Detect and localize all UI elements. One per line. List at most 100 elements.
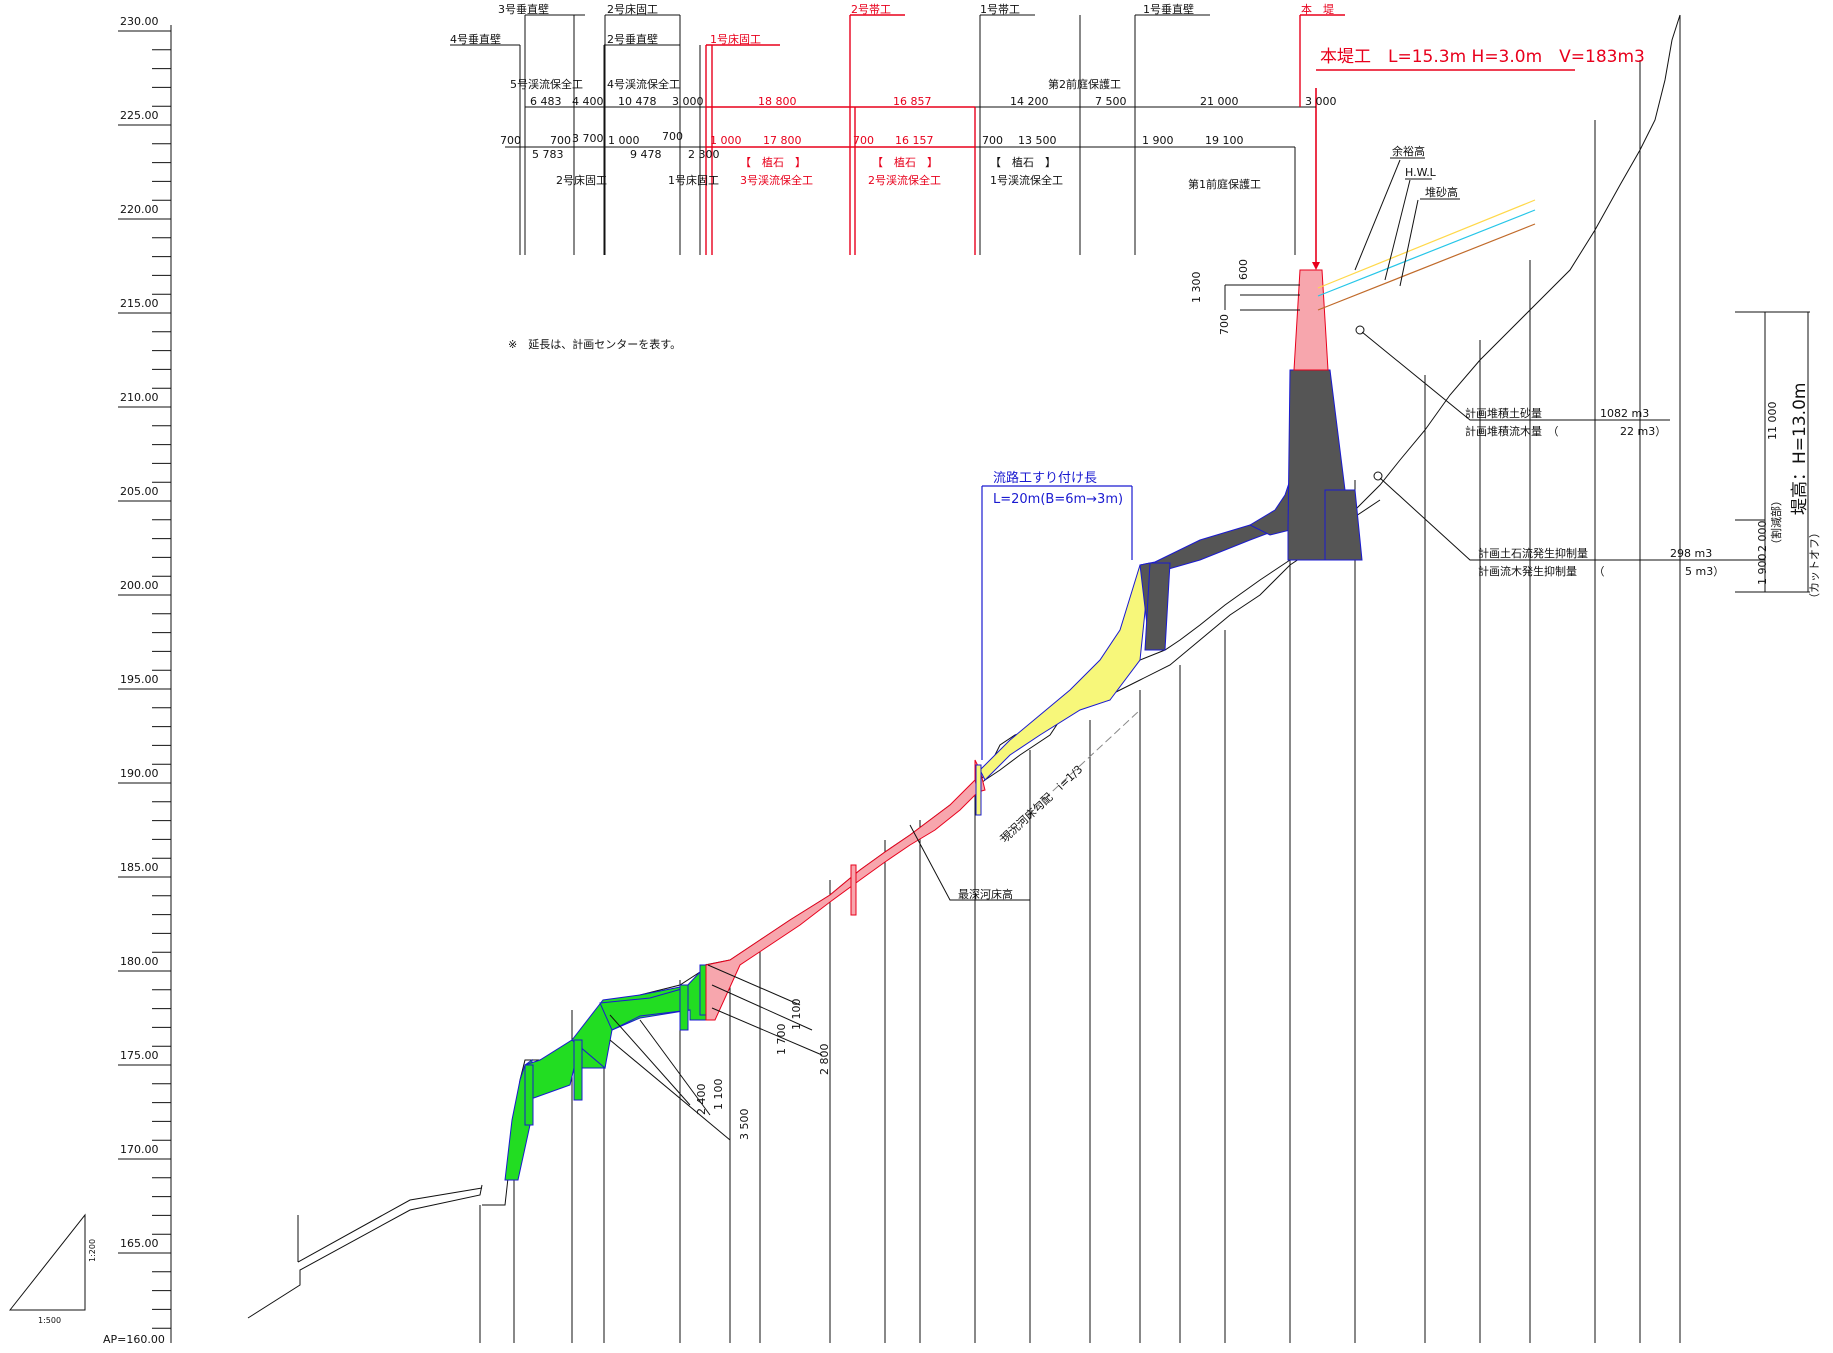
dim: 1 000: [710, 134, 742, 147]
lower-dims: 2 400 1 100 3 500 1 700 1 100 2 800: [609, 964, 831, 1141]
thalweg-callout: 最深河床高: [909, 824, 1030, 901]
dim: 700: [500, 134, 521, 147]
level-label: 205.00: [120, 485, 159, 498]
channel-annotation: 流路工すり付け長 L=20m(B=6m→3m): [981, 470, 1133, 760]
dim: 6 483: [530, 95, 562, 108]
debris-wood-value: 5 m3）: [1685, 565, 1724, 578]
debris-value: 298 m3: [1670, 547, 1712, 560]
dimension-row1: 6 483 4 400 10 478 3 000 18 800 16 857 1…: [530, 95, 1337, 108]
height-dim-top: 11 000: [1766, 402, 1779, 441]
sediment-label: 計画堆積土砂量: [1465, 406, 1542, 420]
top-dimensions: [505, 69, 1575, 148]
dim: 18 800: [758, 95, 797, 108]
dim: 17 800: [763, 134, 802, 147]
stone-label-red-1: 【 植石 】: [740, 155, 806, 169]
dim: 7 500: [1095, 95, 1127, 108]
base-level-label: AP=160.00: [103, 1333, 165, 1346]
green-structures: [504, 963, 709, 1181]
dim: 21 000: [1200, 95, 1239, 108]
no2-sill-label: 2号床固工: [556, 173, 607, 187]
level-label: 220.00: [120, 203, 159, 216]
height-dim-mid: 2 000: [1756, 521, 1769, 553]
channel-spec: L=20m(B=6m→3m): [993, 492, 1123, 507]
level-label: 210.00: [120, 391, 159, 404]
dam-dim: 1 300: [1190, 272, 1203, 304]
level-label: 215.00: [120, 297, 159, 310]
dim: 700: [550, 134, 571, 147]
no4-bank-label: 4号渓流保全工: [607, 77, 680, 91]
level-label: 200.00: [120, 579, 159, 592]
dim: 3 700: [572, 132, 604, 145]
level-label: 165.00: [120, 1237, 159, 1250]
lower-dim-a: 1 100: [712, 1079, 725, 1111]
no2-apron-label: 第2前庭保護工: [1048, 77, 1121, 91]
pink-channel: [705, 759, 986, 1021]
dim: 3 000: [1305, 95, 1337, 108]
dam-dim: 700: [1218, 314, 1231, 335]
volume-callouts: 計画堆積土砂量 1082 m3 計画堆積流木量 （ 22 m3） 計画土石流発生…: [1355, 325, 1740, 578]
stone-label-black: 【 植石 】: [990, 155, 1056, 169]
gray-structures: [1139, 369, 1363, 651]
dim: 700: [662, 130, 683, 143]
dim: 9 478: [630, 148, 662, 161]
lower-dim-b: 2 800: [818, 1044, 831, 1076]
dim: 700: [853, 134, 874, 147]
wood-label: 計画堆積流木量 （: [1465, 424, 1559, 438]
height-dim-mid-note: （割減部）: [1769, 495, 1783, 550]
level-label: 225.00: [120, 109, 159, 122]
level-label: 170.00: [120, 1143, 159, 1156]
main-dam-label: 本 堤: [1301, 2, 1334, 16]
hwl-label: H.W.L: [1405, 166, 1437, 179]
slope-annotation: 現況河床勾配 i=1/3: [997, 709, 1141, 845]
water-levels: 余裕高 H.W.L 堆砂高: [1317, 144, 1536, 311]
no2-bank-label: 2号渓流保全工: [868, 173, 941, 187]
slope-label: 現況河床勾配 i=1/3: [997, 762, 1085, 845]
main-dam-spec: 本堤工 L=15.3m H=3.0m V=183m3: [1320, 47, 1645, 67]
lower-dim-a: 2 400: [695, 1084, 708, 1116]
lower-labels: 2号床固工 1号床固工 【 植石 】 【 植石 】 【 植石 】 3号渓流保全工…: [556, 155, 1261, 191]
level-label: 195.00: [120, 673, 159, 686]
dim: 2 300: [688, 148, 720, 161]
no1-wall-label: 1号垂直壁: [1143, 2, 1194, 16]
debris-label: 計画土石流発生抑制量: [1478, 546, 1588, 560]
dim: 1 900: [1142, 134, 1174, 147]
dim: 14 200: [1010, 95, 1049, 108]
dim: 16 157: [895, 134, 934, 147]
freeboard-label: 余裕高: [1392, 144, 1425, 158]
dim: 13 500: [1018, 134, 1057, 147]
no2-belt-label: 2号帯工: [851, 3, 891, 16]
lower-dim-a: 3 500: [738, 1109, 751, 1141]
dam-dim: 600: [1237, 259, 1250, 280]
dim: 19 100: [1205, 134, 1244, 147]
sediment-height-label: 堆砂高: [1425, 185, 1458, 199]
height-dimensions: 11 000 2 000 （割減部） 1 900 （カットオフ） 堤高：H=13…: [1735, 311, 1821, 604]
no2-wall-label: 2号垂直壁: [607, 32, 658, 46]
dimension-row2: 700 5 783 700 3 700 1 000 9 478 700 2 30…: [500, 130, 1244, 161]
level-label: 175.00: [120, 1049, 159, 1062]
no2-sill-top-label: 2号床固工: [607, 2, 658, 16]
level-label: 230.00: [120, 15, 159, 28]
dim: 1 000: [608, 134, 640, 147]
no1-apron-label: 第1前庭保護工: [1188, 177, 1261, 191]
level-label: 180.00: [120, 955, 159, 968]
no1-sill-label: 1号床固工: [668, 173, 719, 187]
wood-value: 22 m3）: [1620, 425, 1666, 438]
horizontal-scale-ratio: 1:500: [38, 1316, 61, 1325]
height-dim-bottom: 1 900: [1756, 554, 1769, 586]
dam-crest-dims: 600 1 300 700: [1190, 259, 1300, 335]
note-text: ※ 延長は、計画センターを表す。: [508, 337, 681, 351]
top-labels: 3号垂直壁 2号床固工 2号帯工 1号帯工 1号垂直壁 本 堤 4号垂直壁 2号…: [450, 2, 1645, 91]
dim: 10 478: [618, 95, 657, 108]
debris-wood-label: 計画流木発生抑制量 （: [1478, 564, 1605, 578]
dim: 3 000: [672, 95, 704, 108]
no3-wall-label: 3号垂直壁: [498, 2, 549, 16]
structure-verticals: [450, 14, 1345, 255]
dim: 5 783: [532, 148, 564, 161]
channel-title: 流路工すり付け長: [993, 470, 1097, 486]
no5-bank-label: 5号渓流保全工: [510, 77, 583, 91]
scale-triangle: 1:200 1:500: [8, 1213, 97, 1325]
sediment-value: 1082 m3: [1600, 407, 1649, 420]
dam-height-label: 堤高：H=13.0m: [1790, 383, 1810, 515]
